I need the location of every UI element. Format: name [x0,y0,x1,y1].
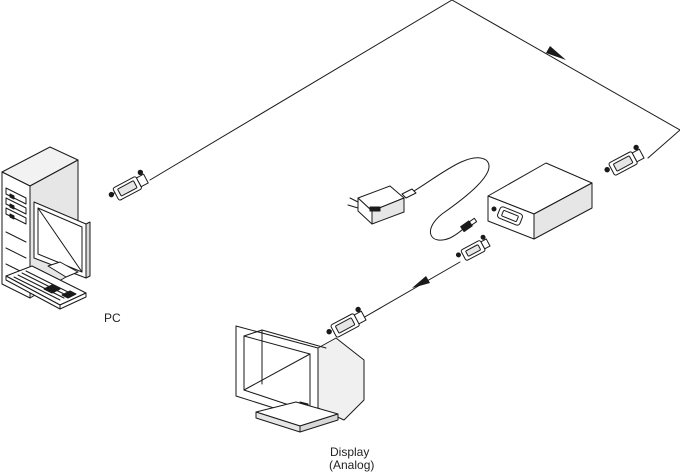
power-adapter [347,157,490,241]
display-label-type: (Analog) [329,458,374,472]
vga-connector-pc [108,169,149,201]
vga-cable-output [355,261,461,323]
vga-extender-box [487,162,593,240]
vga-cable-long [149,0,680,181]
pc-keyboard [5,265,87,310]
vga-connector-output [455,234,491,261]
display-label: Display [330,445,369,459]
pc-label: PC [104,311,121,325]
signal-direction-arrow [546,46,566,60]
vga-connector-display [326,306,367,338]
dc-power-plug [460,217,478,233]
output-direction-arrow [412,276,430,288]
pc-computer: PC [1,146,121,325]
vga-connector-input [604,144,645,176]
display-monitor: Display (Analog) [235,325,374,472]
pc-monitor [33,201,91,279]
